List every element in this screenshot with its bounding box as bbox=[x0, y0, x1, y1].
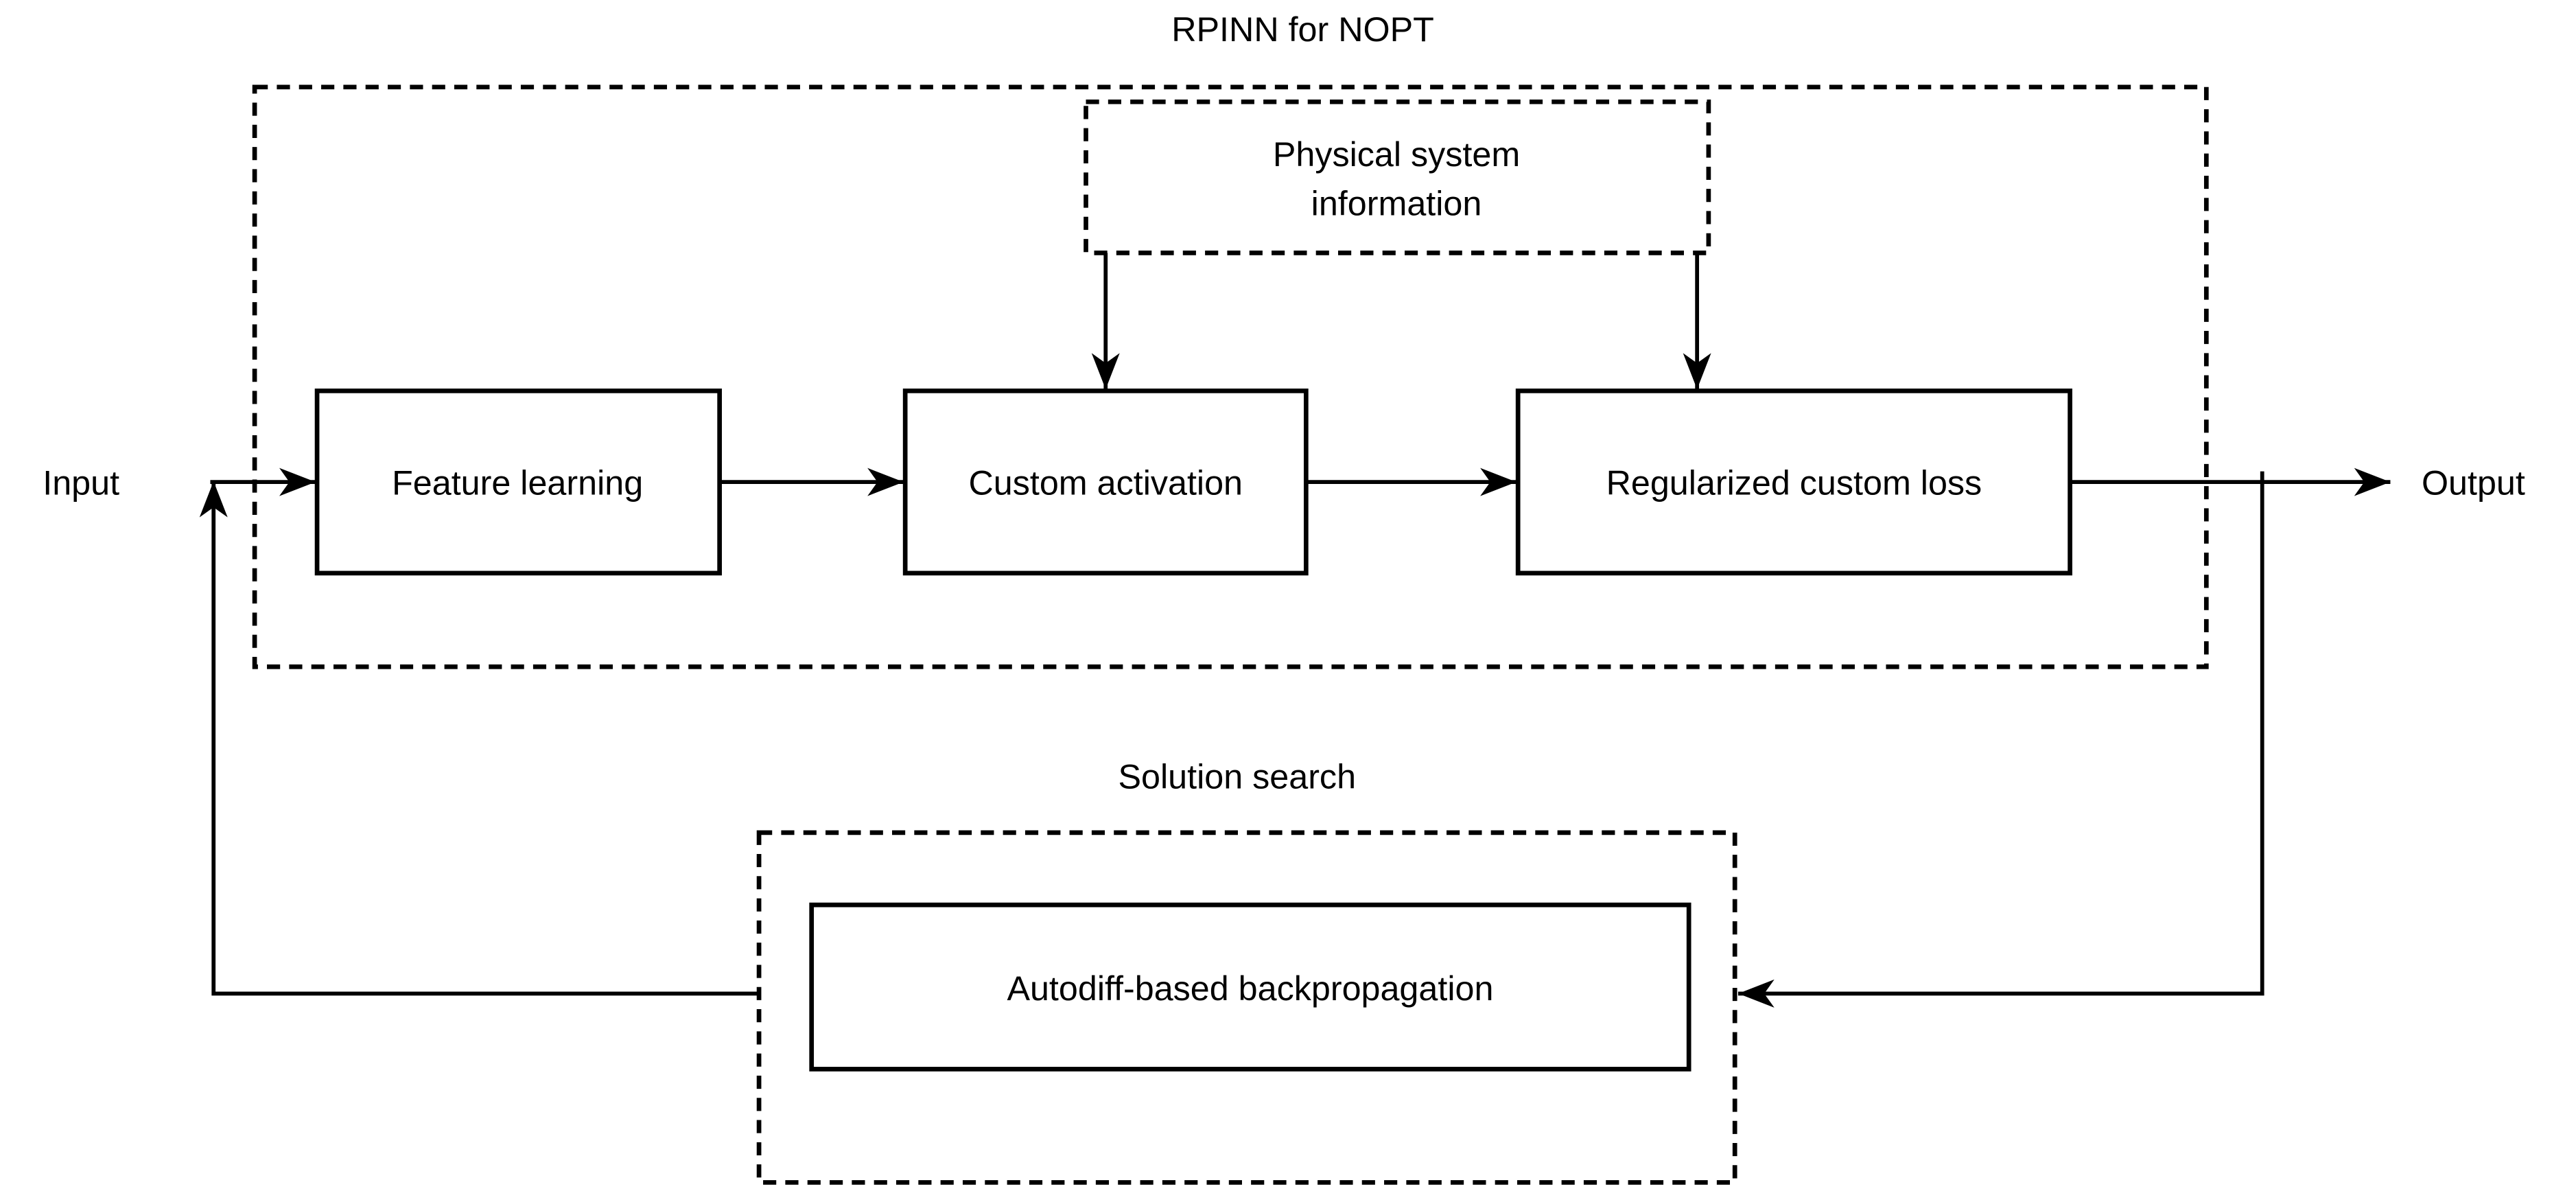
node-regularized-custom-loss: Regularized custom loss bbox=[1515, 389, 2072, 576]
output-label: Output bbox=[2422, 463, 2525, 502]
node-autodiff-backpropagation: Autodiff-based backpropagation bbox=[809, 902, 1691, 1072]
regularized-custom-loss-box bbox=[1515, 389, 2072, 576]
rpinn-group-box bbox=[252, 84, 2209, 669]
autodiff-backpropagation-label: Autodiff-based backpropagation bbox=[1007, 969, 1493, 1008]
feature-learning-label: Feature learning bbox=[392, 463, 643, 502]
feature-learning-box bbox=[314, 389, 722, 576]
node-feature-learning: Feature learning bbox=[314, 389, 722, 576]
arrow-output-feedback-to-backpropagation bbox=[1737, 471, 2264, 1008]
physical-system-box bbox=[1084, 99, 1711, 255]
physical-system-label-line1: Physical system bbox=[1273, 135, 1520, 174]
node-physical-system-information: Physical system information bbox=[1084, 99, 1711, 255]
input-label: Input bbox=[43, 463, 119, 502]
custom-activation-label: Custom activation bbox=[968, 463, 1243, 502]
autodiff-backpropagation-box bbox=[809, 902, 1691, 1072]
diagram-title: RPINN for NOPT bbox=[1171, 10, 1434, 49]
node-custom-activation: Custom activation bbox=[902, 389, 1309, 576]
custom-activation-box bbox=[902, 389, 1309, 576]
regularized-custom-loss-label: Regularized custom loss bbox=[1606, 463, 1982, 502]
arrow-backpropagation-feedback-to-input bbox=[199, 481, 760, 996]
physical-system-label-line2: information bbox=[1311, 185, 1482, 223]
solution-search-title: Solution search bbox=[1119, 758, 1357, 796]
solution-search-group-box bbox=[756, 830, 1737, 1185]
